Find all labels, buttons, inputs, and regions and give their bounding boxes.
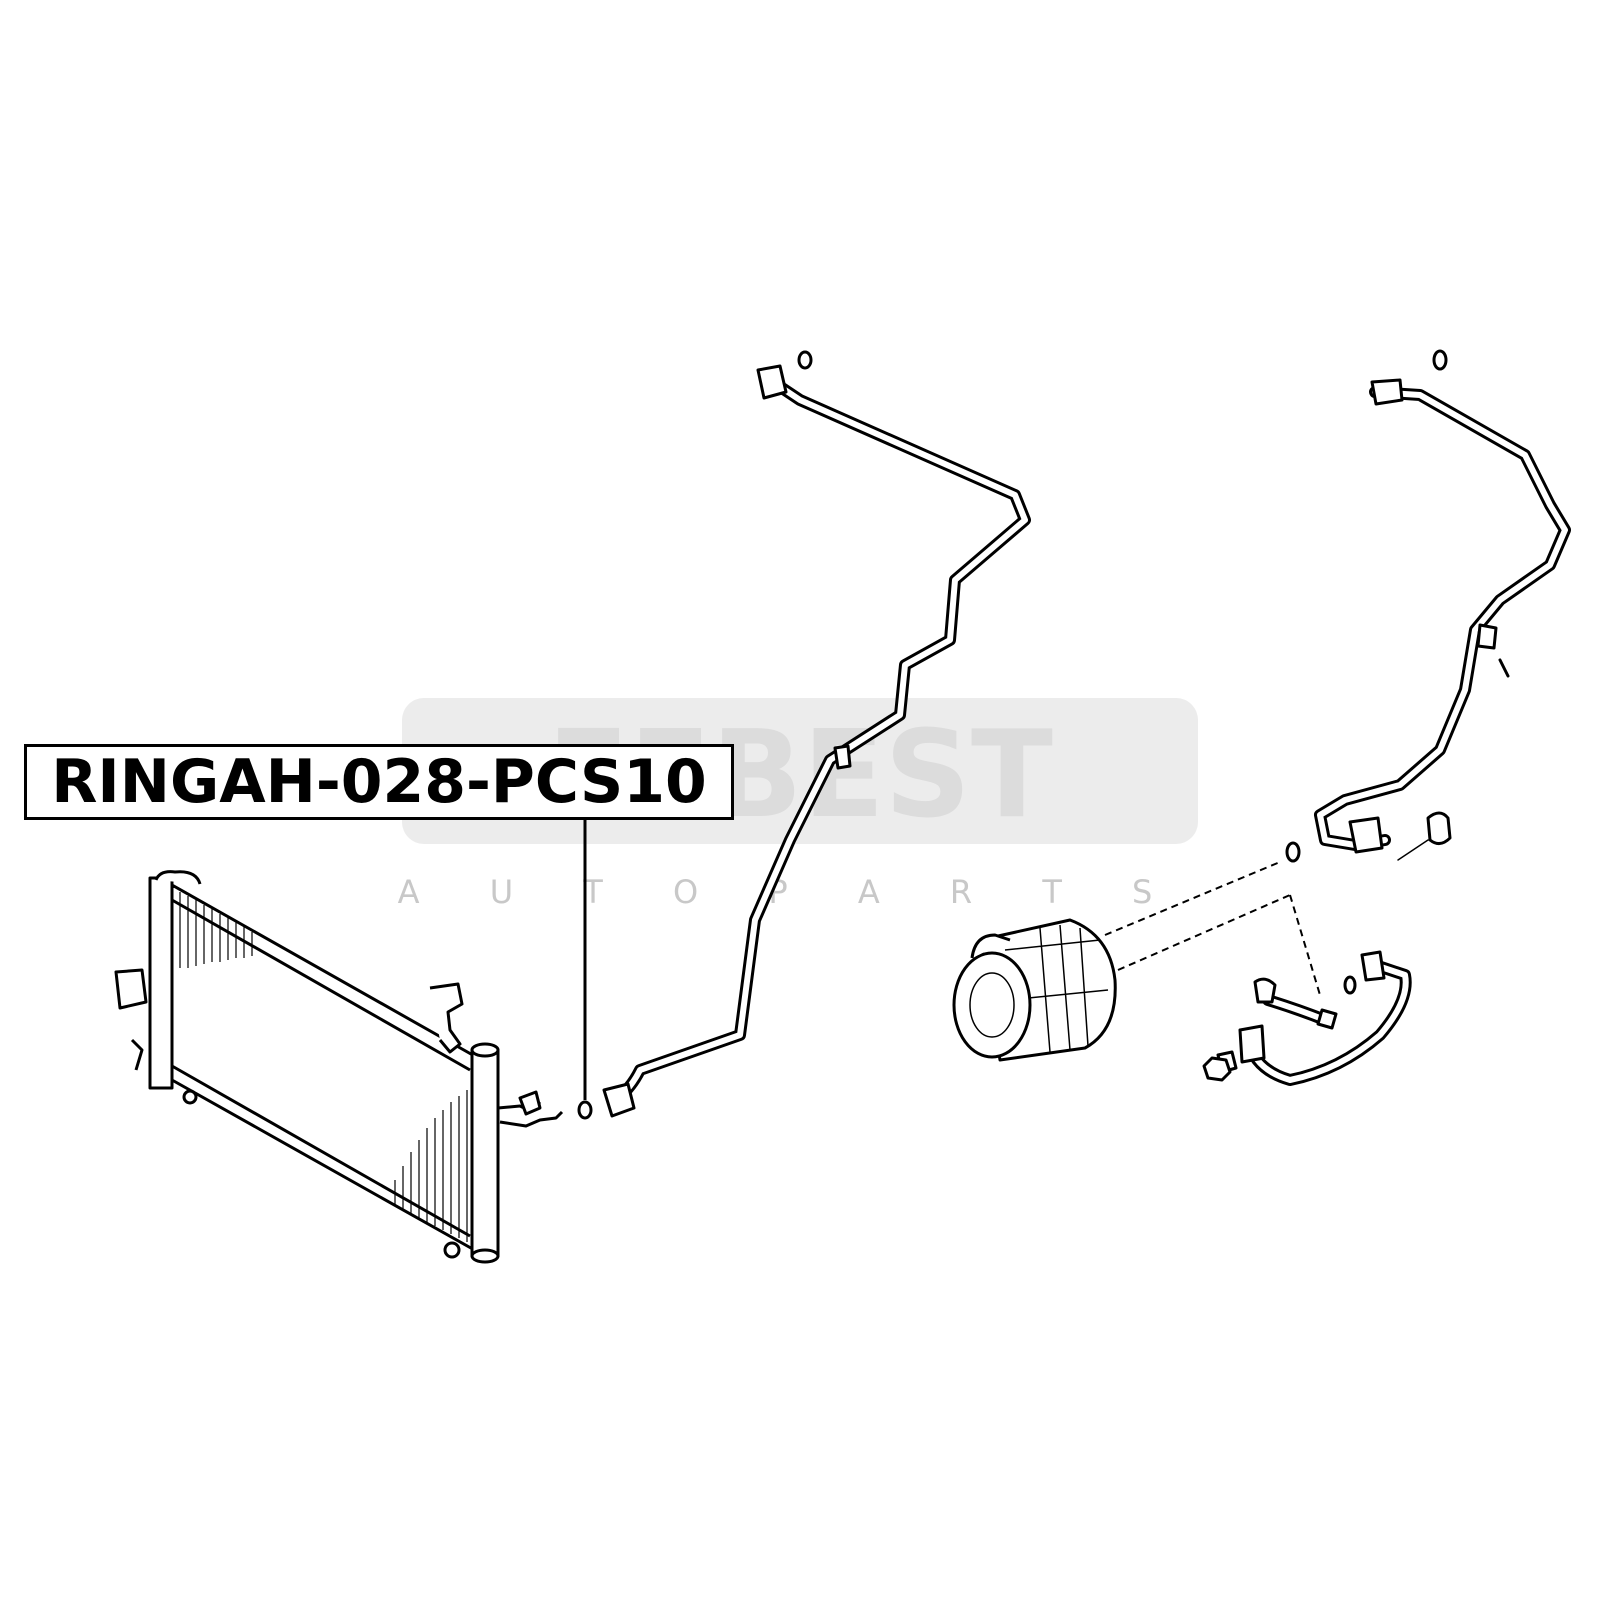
condenser-fins-left <box>179 892 253 968</box>
condenser-fins-right <box>394 1090 468 1242</box>
discharge-hose-fitting-left <box>1253 977 1277 1004</box>
condenser-top-rail <box>171 898 471 1072</box>
condenser-top-bracket <box>429 982 464 1054</box>
part-number-text: RINGAH-028-PCS10 <box>51 747 707 817</box>
discharge-hose-fitting-right <box>1360 950 1386 982</box>
suction-line-leader <box>1397 839 1429 861</box>
condenser-outlet-flange <box>518 1090 542 1116</box>
part-number-label: RINGAH-028-PCS10 <box>24 744 734 820</box>
suction-line-block <box>1348 816 1384 854</box>
condenser-core <box>170 883 480 1254</box>
watermark-tagline: A U T O P A R T S <box>398 873 1183 911</box>
compressor-clutch-inner <box>969 972 1015 1038</box>
condenser <box>114 870 564 1264</box>
liquid-line-clip <box>833 744 852 770</box>
condenser-bottom-rail <box>171 1064 471 1238</box>
suction-line-o-ring-top <box>1432 349 1448 371</box>
o-ring-part <box>577 1100 593 1120</box>
condenser-tank-cap-top <box>470 1042 500 1058</box>
liquid-line <box>602 350 1031 1118</box>
compressor-o-ring <box>1285 841 1301 863</box>
condenser-mount-boss <box>182 1089 198 1105</box>
suction-line-pipe-inner <box>1317 389 1568 848</box>
condenser-left-bracket <box>114 968 148 1071</box>
suction-line-cap <box>1426 811 1452 845</box>
condenser-tank-cap-bottom <box>470 1248 500 1264</box>
suction-line-clip <box>1476 623 1510 678</box>
condenser-right-tank <box>470 1048 500 1258</box>
discharge-hose-o-ring <box>1343 975 1357 995</box>
suction-line <box>1314 349 1571 861</box>
compressor-ribs <box>1004 924 1109 1053</box>
compressor-mount-top <box>970 933 1011 959</box>
guide-line-vertical <box>1289 894 1321 996</box>
discharge-hose <box>1202 950 1412 1086</box>
compressor <box>952 918 1117 1062</box>
liquid-line-fitting-top <box>756 364 788 400</box>
liquid-line-o-ring-top <box>797 350 813 370</box>
discharge-hose-sensor <box>1316 1008 1338 1030</box>
condenser-receiver <box>154 870 202 885</box>
guide-line-upper <box>1104 861 1281 936</box>
compressor-clutch <box>952 951 1032 1059</box>
discharge-hose-port <box>1238 1024 1266 1064</box>
condenser-mount-boss-bottom <box>443 1241 461 1259</box>
discharge-hose-nut <box>1202 1056 1232 1082</box>
liquid-line-fitting-bottom <box>602 1082 636 1118</box>
guide-line-lower <box>1117 894 1291 971</box>
suction-line-fitting-top <box>1370 378 1404 406</box>
condenser-left-tank <box>148 876 174 1090</box>
assembly-guides <box>1104 861 1321 996</box>
